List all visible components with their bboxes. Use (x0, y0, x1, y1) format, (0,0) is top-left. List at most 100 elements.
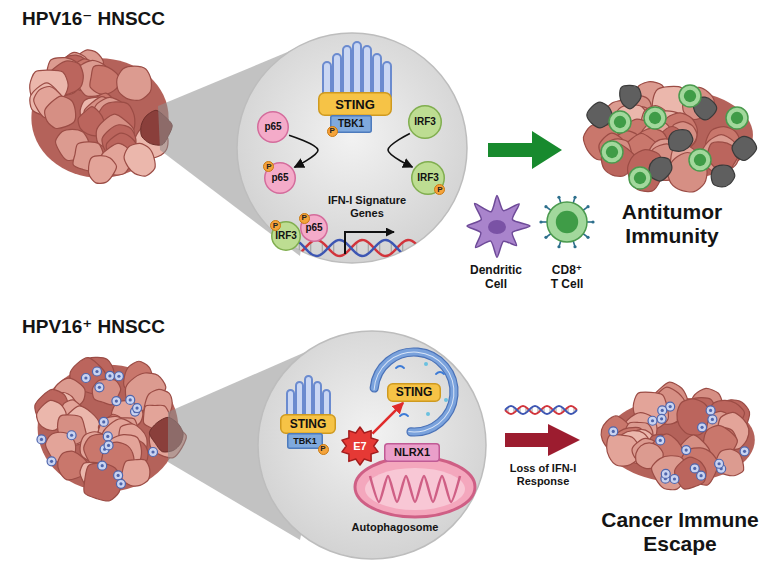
dead-cell (620, 85, 641, 109)
virus-core (50, 460, 53, 463)
escaping-tumor (601, 382, 755, 490)
dna-rung (460, 242, 461, 253)
virus-particle (37, 435, 46, 444)
node-fill (319, 93, 392, 116)
t-cell-body (601, 141, 623, 163)
virus-particle (92, 367, 101, 376)
virus-core (119, 482, 122, 485)
virus-particle (670, 474, 679, 483)
virus-core (117, 474, 120, 477)
t-cell-body (679, 85, 701, 107)
virus-core (107, 444, 110, 447)
virus-core (108, 374, 111, 377)
phospho-badge: P (299, 213, 310, 224)
sting-fragment (426, 412, 430, 416)
protein-name: NLRX1 (394, 447, 430, 458)
virus-core (669, 405, 672, 408)
virus-core (659, 439, 662, 442)
virus-core (84, 376, 87, 379)
virus-particle (698, 423, 707, 432)
t-cell (609, 111, 631, 133)
dead-cell (587, 102, 612, 128)
sting-fragment (396, 366, 404, 368)
protein-name: p65 (271, 173, 288, 183)
virus-core (102, 420, 105, 423)
virus-core (661, 409, 664, 412)
activation-arrow (289, 135, 318, 167)
phospho-badge: P (318, 444, 329, 455)
dead-cell (711, 165, 735, 187)
virus-core (709, 409, 712, 412)
phospho-badge: P (434, 184, 445, 195)
dead-cell (649, 157, 672, 181)
t-cell-receptor-tip (544, 236, 547, 239)
t-cell-nucleus (694, 154, 706, 166)
dna-strand (505, 406, 577, 414)
t-cell-receptor-tip (573, 245, 576, 248)
virus-particle (104, 441, 113, 450)
virus-core (40, 438, 43, 441)
t-cell-nucleus (606, 146, 618, 158)
virus-particle (715, 459, 724, 468)
protein-name: p65 (264, 122, 281, 132)
sting-fragment (424, 362, 428, 366)
virus-particle (67, 431, 76, 440)
node-fill (258, 112, 289, 143)
cell-label: Dendritic Cell (463, 264, 529, 292)
virus-core (685, 448, 688, 451)
outcome-label: Antitumor Immunity (602, 200, 742, 248)
virus-particle (648, 416, 657, 425)
t-cell-receptor-tip (591, 220, 594, 223)
virus-core (660, 417, 663, 420)
dna-rung (264, 242, 265, 253)
phospho-badge: P (327, 126, 338, 137)
protein-box: NLRX1 (384, 443, 440, 462)
virus-particle (114, 372, 123, 381)
virus-particle (95, 383, 104, 392)
viral-protein-star: E7 (341, 427, 379, 465)
protein-circle: p65P (264, 162, 296, 194)
outcome-arrow (505, 424, 580, 456)
protein-name: TBK1 (293, 437, 317, 446)
dendritic-cell-body (467, 195, 530, 257)
dna-strand (236, 240, 470, 256)
virus-core (98, 386, 101, 389)
dna-helix (505, 406, 577, 414)
t-cell-receptor-tip (539, 220, 542, 223)
protein-circle: IRF3P (411, 161, 445, 195)
t-cell-body (629, 167, 651, 189)
node-fill (288, 434, 323, 449)
virus-core (70, 434, 73, 437)
virus-core (101, 464, 104, 467)
section-title: HPV16⁺ HNSCC (22, 316, 242, 338)
dna-rung (253, 242, 254, 253)
virus-particle (149, 448, 158, 457)
dna-rung (448, 242, 449, 253)
virus-particle (609, 427, 618, 436)
t-cell-nucleus (556, 211, 578, 233)
t-cell-receptor-tip (586, 205, 589, 208)
virus-particles (37, 367, 158, 488)
mitochondrion-cristae (370, 476, 460, 502)
node-fill (281, 415, 336, 434)
dna-rung (437, 242, 438, 253)
virus-particle (657, 414, 666, 423)
t-cell-receptor-tip (586, 236, 589, 239)
protein-circle: p65 (257, 111, 289, 143)
mitochondrion-outer (355, 457, 475, 517)
sting-box: STING (387, 383, 441, 402)
virus-core (693, 467, 696, 470)
virus-core (151, 450, 154, 453)
t-cell-nucleus (684, 90, 696, 102)
autophagosome-membrane (370, 348, 458, 436)
protein-circle: IRF3 (408, 105, 442, 139)
transcription-arrow (345, 232, 394, 254)
virus-particle (133, 404, 142, 413)
tumor-cell (117, 66, 152, 100)
zoom-circle (237, 33, 467, 263)
protein-name: STING (290, 418, 327, 430)
virus-particle (103, 432, 112, 441)
virus-core (135, 407, 138, 410)
protein-name: STING (335, 98, 375, 111)
virus-particle (740, 447, 749, 456)
